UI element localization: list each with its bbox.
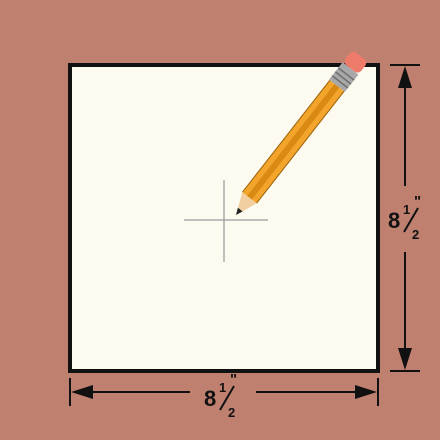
- arrow-right-icon: [355, 385, 377, 399]
- pencil-ferrule: [329, 62, 359, 92]
- height-unit: ": [414, 193, 421, 210]
- width-whole: 8: [204, 386, 216, 411]
- height-fraction-den: 2: [412, 227, 419, 242]
- width-fraction-den: 2: [228, 405, 235, 420]
- pencil-eraser: [344, 51, 367, 73]
- pencil-stripe: [247, 83, 340, 200]
- height-dimension: 8 1 2 ": [388, 64, 421, 372]
- width-dimension: 8 1 2 ": [69, 371, 379, 420]
- width-fraction-num: 1: [219, 380, 226, 395]
- height-label: 8 1 2 ": [388, 193, 421, 242]
- width-unit: ": [230, 371, 237, 388]
- arrow-left-icon: [71, 385, 93, 399]
- arrow-up-icon: [398, 66, 412, 88]
- width-fraction-bar: [219, 385, 235, 411]
- height-fraction-num: 1: [403, 202, 410, 217]
- pencil-wood: [237, 192, 257, 212]
- crosshair-mark: [184, 180, 268, 262]
- arrow-down-icon: [398, 348, 412, 370]
- height-whole: 8: [388, 208, 400, 233]
- pencil-lead: [236, 207, 243, 215]
- pencil-icon: [236, 51, 367, 215]
- width-label: 8 1 2 ": [204, 371, 237, 420]
- height-fraction-bar: [403, 207, 419, 233]
